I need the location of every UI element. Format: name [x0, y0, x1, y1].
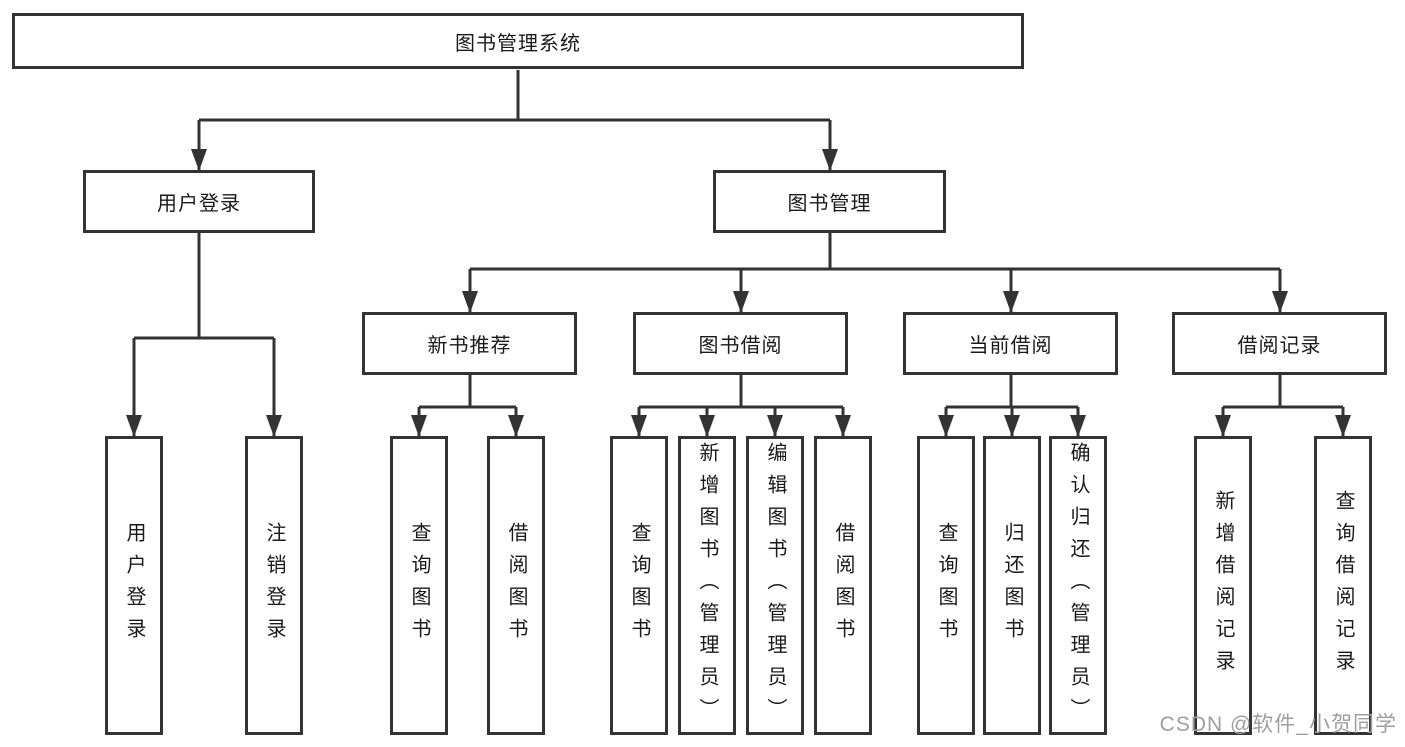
node-label: 编辑图书（管理员）: [764, 441, 786, 730]
node-logout: 注销登录: [245, 436, 303, 735]
node-new-book-recommendation: 新书推荐: [362, 312, 577, 375]
node-user-login-branch: 用户登录: [83, 170, 315, 233]
node-label: 查询图书: [935, 521, 957, 650]
node-current-borrowing: 当前借阅: [903, 312, 1118, 375]
node-borrow-books-borrowing: 借阅图书: [814, 436, 872, 735]
connector-borrowing-records-branch: [1223, 375, 1343, 409]
connector-current-borrowing-branch: [946, 375, 1078, 409]
node-label: 查询借阅记录: [1332, 489, 1354, 682]
node-add-borrow-record: 新增借阅记录: [1194, 436, 1252, 735]
node-label: 确认归还（管理员）: [1067, 441, 1089, 730]
node-label: 注销登录: [263, 521, 285, 650]
connector-book-management-branch: [470, 233, 1280, 271]
node-book-borrowing: 图书借阅: [633, 312, 848, 375]
node-query-books-borrowing: 查询图书: [610, 436, 668, 735]
node-label: 归还图书: [1001, 521, 1023, 650]
node-label: 新增借阅记录: [1212, 489, 1234, 682]
connector-book-borrowing-branch: [639, 375, 843, 409]
node-borrowing-records: 借阅记录: [1172, 312, 1387, 375]
node-add-book-admin: 新增图书（管理员）: [678, 436, 736, 735]
node-library-management-system: 图书管理系统: [12, 13, 1024, 69]
connector-root-branch: [199, 70, 830, 122]
node-return-books: 归还图书: [983, 436, 1041, 735]
node-label: 新增图书（管理员）: [696, 441, 718, 730]
watermark-text: CSDN @软件_小贺同学: [1159, 713, 1397, 736]
node-label: 借阅图书: [505, 521, 527, 650]
node-query-books-current: 查询图书: [917, 436, 975, 735]
connector-new-book-branch: [419, 375, 516, 409]
node-user-login: 用户登录: [105, 436, 163, 735]
node-label: 用户登录: [123, 521, 145, 650]
node-query-books-recommendation: 查询图书: [390, 436, 448, 735]
node-book-management: 图书管理: [713, 170, 946, 233]
node-edit-book-admin: 编辑图书（管理员）: [746, 436, 804, 735]
node-label: 借阅图书: [832, 521, 854, 650]
connector-user-login-branch: [134, 233, 274, 340]
node-confirm-return-admin: 确认归还（管理员）: [1049, 436, 1107, 735]
node-label: 查询图书: [408, 521, 430, 650]
node-label: 查询图书: [628, 521, 650, 650]
node-query-borrow-record: 查询借阅记录: [1314, 436, 1372, 735]
node-borrow-books-recommendation: 借阅图书: [487, 436, 545, 735]
